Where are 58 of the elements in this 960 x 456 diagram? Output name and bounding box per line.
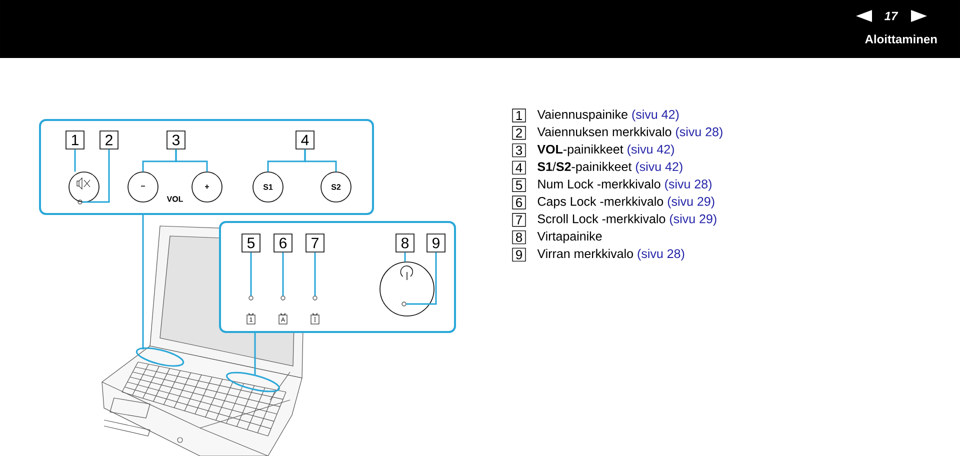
callout-number: 5 (242, 234, 260, 252)
list-item: Caps Lock -merkkivalo (sivu 29) (538, 196, 714, 208)
leader-line (74, 149, 76, 172)
page-link: (sivu 42) (632, 110, 679, 122)
leader-line (406, 252, 437, 305)
page-link: (sivu 42) (636, 162, 682, 174)
leader-line (404, 252, 406, 262)
round-button: – (128, 172, 158, 202)
leader-line (282, 252, 284, 296)
callout-number: 6 (512, 196, 526, 210)
list-item: Virtapainike (537, 231, 602, 244)
list-item: Virran merkkivalo (sivu 28) (537, 248, 684, 261)
indicator-light (280, 296, 286, 300)
callout-number: 6 (274, 234, 292, 252)
round-button: S2 (320, 172, 352, 202)
page-link: (sivu 29) (668, 196, 714, 208)
callout-number: 8 (512, 230, 526, 244)
callout-number: 3 (512, 143, 526, 158)
leader-line (142, 215, 144, 350)
callout-number: 4 (296, 130, 314, 150)
callout-number: 1 (66, 130, 84, 150)
list-item: Vaiennuksen merkkivalo (sivu 28) (537, 127, 722, 139)
page-link: (sivu 28) (665, 179, 712, 191)
leader-line (254, 333, 256, 374)
section-title: Aloittaminen (865, 34, 937, 44)
leader-line (175, 149, 208, 172)
callout-number: 1 (512, 108, 526, 122)
leader-line (82, 149, 110, 203)
indicator-light (312, 296, 318, 300)
callout-number: 2 (512, 126, 526, 140)
page-number: 17 (884, 12, 898, 20)
callout-number: 2 (100, 130, 118, 150)
callout-number: 9 (512, 248, 526, 262)
callout-number: 4 (512, 160, 526, 175)
callout-number: 3 (166, 130, 186, 150)
round-button: S1 (252, 172, 284, 202)
indicator-light (402, 302, 406, 306)
leader-line (314, 252, 316, 296)
page-link: (sivu 28) (676, 127, 722, 139)
page-link: (sivu 28) (638, 248, 684, 261)
list-item: Scroll Lock -merkkivalo (sivu 29) (538, 214, 716, 226)
page-link: (sivu 42) (628, 144, 674, 156)
callout-number: 5 (512, 178, 526, 192)
list-item: Vaiennuspainike (sivu 42) (537, 110, 679, 122)
list-item: S1/S2-painikkeet (sivu 42) (538, 162, 682, 174)
callout-number: 8 (396, 234, 414, 252)
leader-line (304, 149, 337, 172)
button-caption: VOL (166, 196, 183, 202)
round-button: + (192, 172, 222, 202)
indicator-light (78, 200, 82, 204)
list-item: Num Lock -merkkivalo (sivu 28) (538, 179, 712, 191)
callout-number: 7 (512, 213, 526, 227)
callout-number: 9 (426, 234, 446, 252)
page-link: (sivu 29) (670, 214, 716, 226)
list-item: VOL-painikkeet (sivu 42) (537, 144, 674, 156)
leader-line (250, 252, 252, 296)
indicator-light (248, 296, 254, 300)
callout-number: 7 (306, 234, 324, 252)
